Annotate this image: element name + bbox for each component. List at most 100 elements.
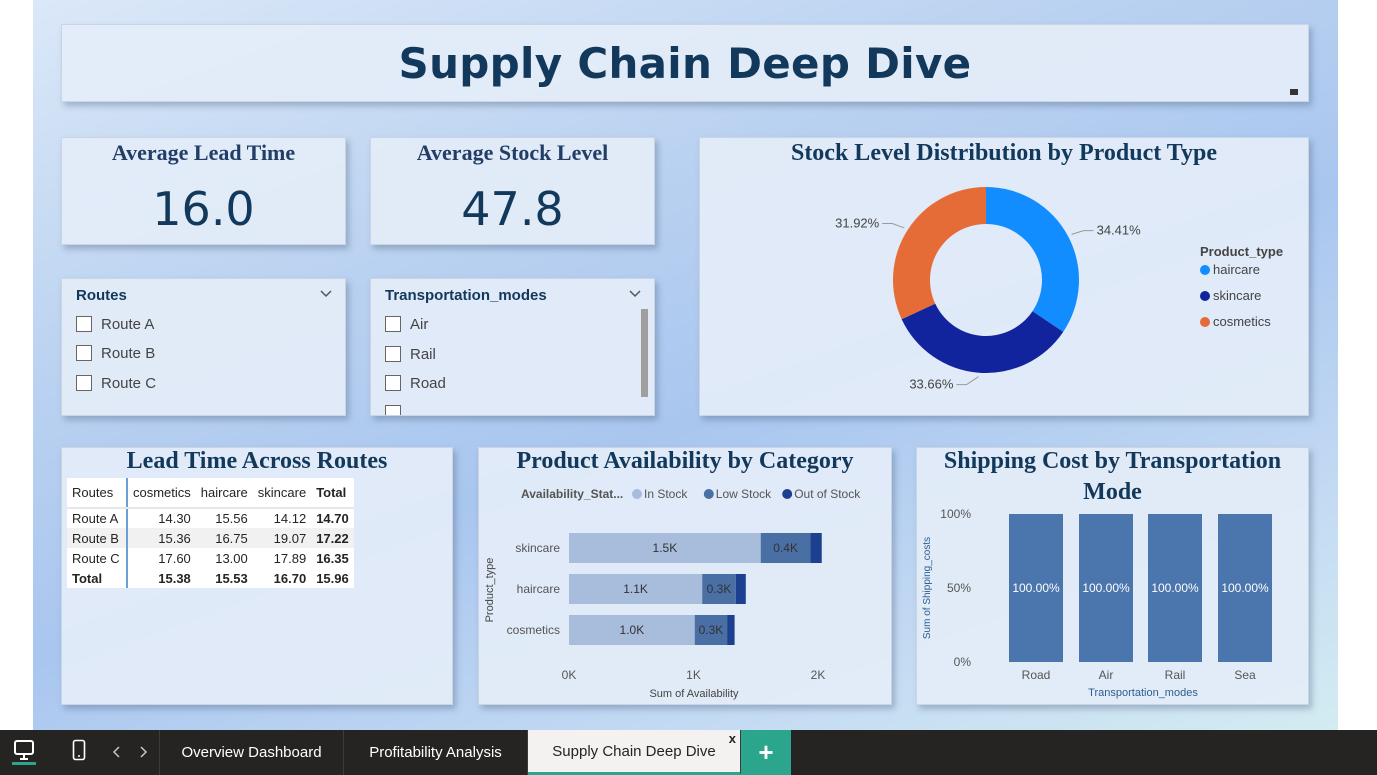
column-bar[interactable] xyxy=(1009,514,1063,662)
slicer-option-route-a[interactable]: Route A xyxy=(76,314,154,334)
tab-supply-chain-deep-dive[interactable]: Supply Chain Deep Dive x xyxy=(528,730,741,775)
checkbox[interactable] xyxy=(385,405,401,415)
table-cell: 15.56 xyxy=(215,511,248,526)
data-label: 31.92% xyxy=(835,216,880,231)
data-label: 33.66% xyxy=(909,377,954,392)
kpi-value: 16.0 xyxy=(152,182,255,236)
chart-title: Product Availability by Category xyxy=(516,448,854,474)
category-label: Road xyxy=(1022,668,1051,682)
column-bar[interactable] xyxy=(1079,514,1133,662)
table-cell: 15.36 xyxy=(127,528,196,548)
legend-marker[interactable] xyxy=(703,489,714,499)
table-cell: 14.30 xyxy=(158,511,191,526)
close-tab-icon[interactable]: x xyxy=(728,731,736,746)
legend-marker[interactable] xyxy=(782,489,793,499)
leader-line xyxy=(956,376,979,386)
kpi-value: 47.8 xyxy=(461,182,564,236)
checkbox[interactable] xyxy=(76,375,92,391)
legend-marker[interactable] xyxy=(1200,291,1210,301)
data-label: 100.00% xyxy=(1082,581,1130,595)
chart-title: Stock Level Distribution by Product Type xyxy=(790,140,1218,166)
row-header[interactable]: Route C xyxy=(67,548,128,568)
row-header[interactable]: Route B xyxy=(67,528,128,548)
bar-segment[interactable] xyxy=(569,574,703,604)
mobile-view-icon[interactable] xyxy=(72,739,86,761)
slicer-option-road[interactable]: Road xyxy=(385,373,446,393)
table-cell: 15.38 xyxy=(158,570,191,586)
scroll-right-icon[interactable] xyxy=(138,746,148,758)
row-header[interactable]: Total xyxy=(67,568,128,588)
donut-chart-card: Stock Level Distribution by Product Type… xyxy=(699,137,1309,416)
table-cell: 17.89 xyxy=(273,550,307,566)
scroll-left-icon[interactable] xyxy=(112,746,122,758)
checkbox[interactable] xyxy=(385,346,401,362)
legend-item[interactable]: Out of Stock xyxy=(794,487,861,501)
checkbox[interactable] xyxy=(76,345,92,361)
category-label: Sea xyxy=(1234,668,1256,682)
column-header[interactable]: skincare xyxy=(252,478,312,509)
slicer-scrollbar[interactable] xyxy=(641,309,648,397)
donut-slice-cosmetics[interactable] xyxy=(893,187,986,320)
column-header[interactable]: cosmetics xyxy=(127,478,196,509)
lead-time-matrix[interactable]: Routes cosmetics haircare skincare Total… xyxy=(67,478,354,588)
bar-segment[interactable] xyxy=(760,533,811,563)
legend-marker[interactable] xyxy=(1200,317,1210,327)
donut-slice-skincare[interactable] xyxy=(901,303,1064,373)
data-label: 0.3K xyxy=(707,582,732,596)
column-header[interactable]: Total xyxy=(311,478,354,509)
table-cell: 16.70 xyxy=(273,570,307,586)
shipping-cost-column-chart[interactable]: 0%50%100%100.00%Road100.00%Air100.00%Rai… xyxy=(917,504,1308,704)
bar-segment[interactable] xyxy=(569,615,695,645)
slicer-option-route-c[interactable]: Route C xyxy=(76,373,156,393)
bar-segment[interactable] xyxy=(569,533,761,563)
chevron-down-icon[interactable] xyxy=(319,287,333,301)
legend-item[interactable]: haircare xyxy=(1213,262,1260,277)
bar-segment[interactable] xyxy=(702,574,736,604)
bar-segment[interactable] xyxy=(810,533,822,563)
legend-item[interactable]: skincare xyxy=(1213,288,1261,303)
checkbox[interactable] xyxy=(76,316,92,332)
title-card: Supply Chain Deep Dive xyxy=(61,24,1309,102)
category-label: skincare xyxy=(515,541,560,555)
tab-overview-dashboard[interactable]: Overview Dashboard xyxy=(159,730,344,775)
donut-slice-haircare[interactable] xyxy=(986,187,1079,332)
column-bar[interactable] xyxy=(1148,514,1202,662)
slicer-option-partial[interactable] xyxy=(385,403,410,415)
slicer-option-route-b[interactable]: Route B xyxy=(76,343,155,363)
legend-item[interactable]: cosmetics xyxy=(1213,314,1271,329)
tick-label: 1K xyxy=(686,668,701,682)
checkbox[interactable] xyxy=(385,375,401,391)
data-label: 34.41% xyxy=(1097,223,1142,238)
desktop-view-icon[interactable] xyxy=(12,739,36,765)
column-header[interactable]: haircare xyxy=(195,478,253,509)
legend-marker[interactable] xyxy=(632,489,642,499)
add-page-button[interactable]: + xyxy=(741,730,791,775)
data-label: 100.00% xyxy=(1151,581,1199,595)
legend-item[interactable]: In Stock xyxy=(644,487,688,501)
bar-segment[interactable] xyxy=(694,615,728,645)
donut-chart[interactable]: 34.41% 33.66% 31.92% Product_type haircare sk… xyxy=(700,170,1308,415)
bar-segment[interactable] xyxy=(727,615,735,645)
focus-mode-icon[interactable] xyxy=(1290,89,1298,95)
slicer-option-air[interactable]: Air xyxy=(385,314,428,334)
tab-profitability-analysis[interactable]: Profitability Analysis xyxy=(344,730,528,775)
table-cell: 16.35 xyxy=(316,550,349,566)
chart-title: Lead Time Across Routes xyxy=(126,448,388,474)
slicer-option-rail[interactable]: Rail xyxy=(385,344,436,364)
column-bar[interactable] xyxy=(1218,514,1272,662)
legend-title: Product_type xyxy=(1200,244,1283,259)
chevron-down-icon[interactable] xyxy=(628,287,642,301)
bar-segment[interactable] xyxy=(735,574,746,604)
table-cell: 15.96 xyxy=(316,570,349,586)
table-cell: 14.12 xyxy=(273,511,307,526)
legend-marker[interactable] xyxy=(1200,265,1210,275)
category-label: Rail xyxy=(1165,668,1186,682)
x-axis-title: Transportation_modes xyxy=(1088,687,1198,699)
row-header[interactable]: Route A xyxy=(67,508,128,528)
legend-item[interactable]: Low Stock xyxy=(716,487,772,501)
column-header[interactable]: Routes xyxy=(67,478,128,509)
table-row: Route C 17.60 13.00 17.89 16.35 xyxy=(67,548,354,568)
data-label: 1.1K xyxy=(623,582,648,596)
checkbox[interactable] xyxy=(385,316,401,332)
